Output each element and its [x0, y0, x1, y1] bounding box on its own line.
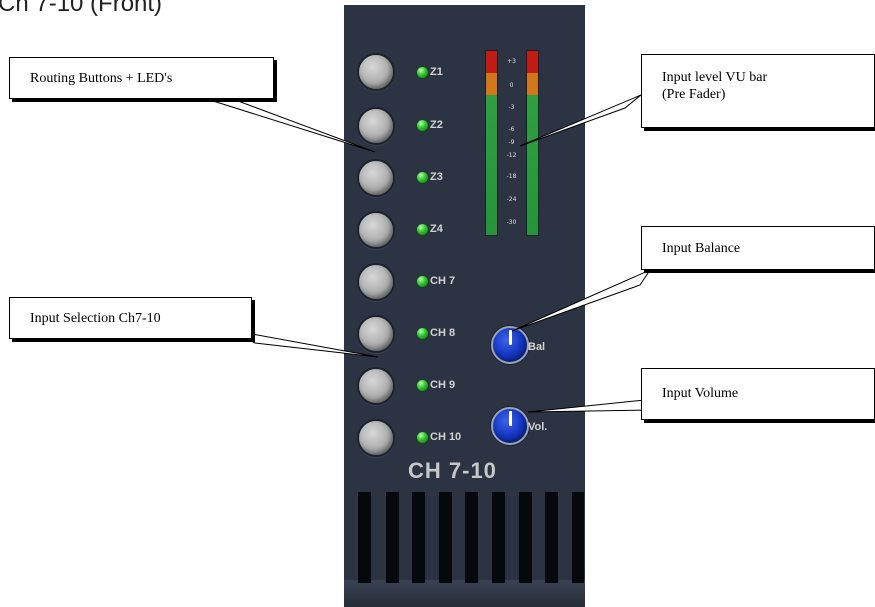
routing-button-z1[interactable] [357, 53, 395, 91]
callout-vu-text-line1: Input level VU bar [662, 70, 768, 85]
led-ch8 [417, 328, 428, 339]
vu-tick-label: -24 [506, 196, 517, 203]
vent-slot [492, 492, 505, 583]
volume-knob[interactable] [491, 407, 529, 445]
routing-button-z3[interactable] [357, 159, 395, 197]
input-button-ch9[interactable] [357, 367, 395, 405]
callout-volume-text: Input Volume [662, 386, 739, 401]
led-label-z4: Z4 [430, 223, 443, 235]
vu-bar-left [485, 50, 498, 236]
vu-tick-label: -9 [508, 139, 515, 146]
led-z4 [417, 224, 428, 235]
led-label-z1: Z1 [430, 66, 443, 78]
vent-slot [519, 492, 532, 583]
callout-vu: Input level VU bar (Pre Fader) [641, 54, 875, 128]
input-button-ch8[interactable] [357, 315, 395, 353]
led-label-ch9: CH 9 [430, 379, 456, 391]
led-label-ch10: CH 10 [430, 431, 462, 443]
vu-tick-label: 0 [509, 82, 514, 89]
vu-tick-label: -18 [506, 173, 517, 180]
balance-knob[interactable] [491, 326, 529, 364]
led-label-z3: Z3 [430, 171, 443, 183]
vent-slot [386, 492, 399, 583]
input-button-ch10[interactable] [357, 419, 395, 457]
callout-routing: Routing Buttons + LED's [9, 57, 274, 99]
vu-tick-label: -6 [508, 126, 515, 133]
page-title: Ch 7-10 (Front) [0, 0, 163, 17]
callout-volume: Input Volume [641, 368, 875, 420]
callout-input-selection: Input Selection Ch7-10 [9, 297, 252, 339]
callout-input-selection-text: Input Selection Ch7-10 [30, 311, 161, 326]
led-z1 [417, 67, 428, 78]
led-ch10 [417, 432, 428, 443]
vu-tick-label: -3 [508, 104, 515, 111]
vu-tick-label: -12 [506, 152, 517, 159]
callout-routing-text: Routing Buttons + LED's [30, 71, 173, 86]
led-label-ch8: CH 8 [430, 327, 456, 339]
vent-slot [412, 492, 425, 583]
vent-slot [465, 492, 478, 583]
vent-slot [572, 492, 584, 583]
routing-button-z4[interactable] [357, 211, 395, 249]
vent-slot [358, 492, 371, 583]
led-label-ch7: CH 7 [430, 275, 456, 287]
callout-vu-text-line2: (Pre Fader) [662, 87, 726, 102]
led-z2 [417, 120, 428, 131]
vent-slot [439, 492, 452, 583]
volume-knob-label: Vol. [528, 421, 548, 433]
input-button-ch7[interactable] [357, 263, 395, 301]
vu-tick-label: +3 [507, 58, 516, 65]
led-ch9 [417, 380, 428, 391]
routing-button-z2[interactable] [357, 107, 395, 145]
channel-title: CH 7-10 [408, 458, 497, 483]
led-label-z2: Z2 [430, 119, 443, 131]
vent-slot [545, 492, 558, 583]
vu-tick-label: -30 [506, 219, 517, 226]
led-ch7 [417, 276, 428, 287]
callout-balance-text: Input Balance [662, 241, 741, 256]
panel-footer [344, 580, 585, 607]
led-z3 [417, 172, 428, 183]
balance-knob-label: Bal [528, 341, 546, 353]
channel-strip-panel [344, 5, 585, 607]
callout-balance: Input Balance [641, 226, 875, 270]
